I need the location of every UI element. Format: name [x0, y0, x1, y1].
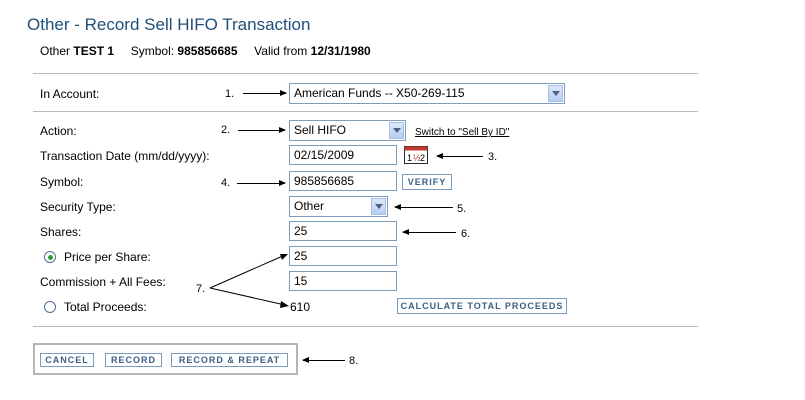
date-label: Transaction Date (mm/dd/yyyy):: [40, 149, 210, 163]
svg-text:2: 2: [420, 153, 425, 163]
action-label: Action:: [40, 124, 77, 138]
calculate-proceeds-button[interactable]: CALCULATE TOTAL PROCEEDS: [397, 298, 567, 314]
cancel-button[interactable]: CANCEL: [40, 353, 94, 367]
price-per-share-radio[interactable]: [44, 251, 56, 263]
annotation-arrow-4: [237, 180, 286, 186]
annotation-6: 6.: [461, 228, 471, 240]
security-type-select[interactable]: Other: [289, 196, 388, 217]
annotation-5: 5.: [457, 203, 467, 215]
verify-button[interactable]: VERIFY: [402, 174, 452, 190]
account-select-value: American Funds -- X50-269-115: [294, 86, 465, 100]
symbol-label: Symbol:: [130, 44, 175, 58]
symbol-input[interactable]: [289, 171, 397, 191]
annotation-3: 3.: [488, 151, 498, 163]
divider: [33, 73, 698, 74]
security-type-label: Security Type:: [40, 200, 116, 214]
divider: [33, 111, 698, 112]
valid-label: Valid from: [254, 44, 308, 58]
annotation-arrow-6: [402, 229, 456, 235]
annotation-8: 8.: [349, 355, 359, 367]
action-select-value: Sell HIFO: [294, 123, 347, 137]
valid-date: 12/31/1980: [310, 44, 371, 58]
commission-input[interactable]: [289, 271, 397, 291]
price-input[interactable]: [289, 246, 397, 266]
divider: [33, 326, 698, 327]
shares-input[interactable]: [289, 221, 397, 241]
symbol-label: Symbol:: [40, 175, 84, 189]
commission-label: Commission + All Fees:: [40, 275, 166, 289]
record-and-repeat-button[interactable]: RECORD & REPEAT: [171, 353, 288, 367]
security-type-value: Other: [294, 199, 325, 213]
action-select[interactable]: Sell HIFO: [289, 120, 406, 141]
annotation-arrow-8: [302, 357, 345, 363]
switch-sell-by-id-link[interactable]: Switch to "Sell By ID": [415, 127, 510, 138]
security-summary: Other TEST 1 Symbol: 985856685 Valid fro…: [40, 44, 371, 58]
annotation-1: 1.: [225, 88, 235, 100]
svg-text:½: ½: [413, 153, 421, 163]
account-select[interactable]: American Funds -- X50-269-115: [289, 83, 565, 104]
chevron-down-icon[interactable]: [548, 85, 563, 102]
security-name: TEST 1: [73, 44, 115, 58]
annotation-7: 7.: [196, 283, 206, 295]
annotation-arrow-3: [436, 153, 483, 159]
calendar-icon[interactable]: 1 ½ 2: [404, 146, 428, 164]
chevron-down-icon[interactable]: [389, 122, 404, 139]
annotation-arrow-5: [394, 204, 453, 210]
proceeds-value: 610: [290, 300, 311, 314]
svg-text:1: 1: [407, 153, 412, 163]
date-input[interactable]: [289, 145, 397, 165]
page-title: Other - Record Sell HIFO Transaction: [27, 15, 311, 34]
annotation-4: 4.: [221, 177, 231, 189]
chevron-down-icon[interactable]: [371, 198, 386, 215]
security-kind: Other: [40, 44, 71, 58]
annotation-arrow-1: [243, 90, 287, 96]
annotation-arrows-7: [209, 254, 289, 308]
annotation-2: 2.: [221, 124, 231, 136]
symbol-value: 985856685: [177, 44, 238, 58]
annotation-arrow-2: [238, 127, 286, 133]
record-button[interactable]: RECORD: [105, 353, 162, 367]
shares-label: Shares:: [40, 225, 82, 239]
account-label: In Account:: [40, 87, 100, 101]
proceeds-label: Total Proceeds:: [64, 300, 147, 314]
price-label: Price per Share:: [64, 250, 151, 264]
action-button-group: [33, 343, 298, 375]
total-proceeds-radio[interactable]: [44, 301, 56, 313]
